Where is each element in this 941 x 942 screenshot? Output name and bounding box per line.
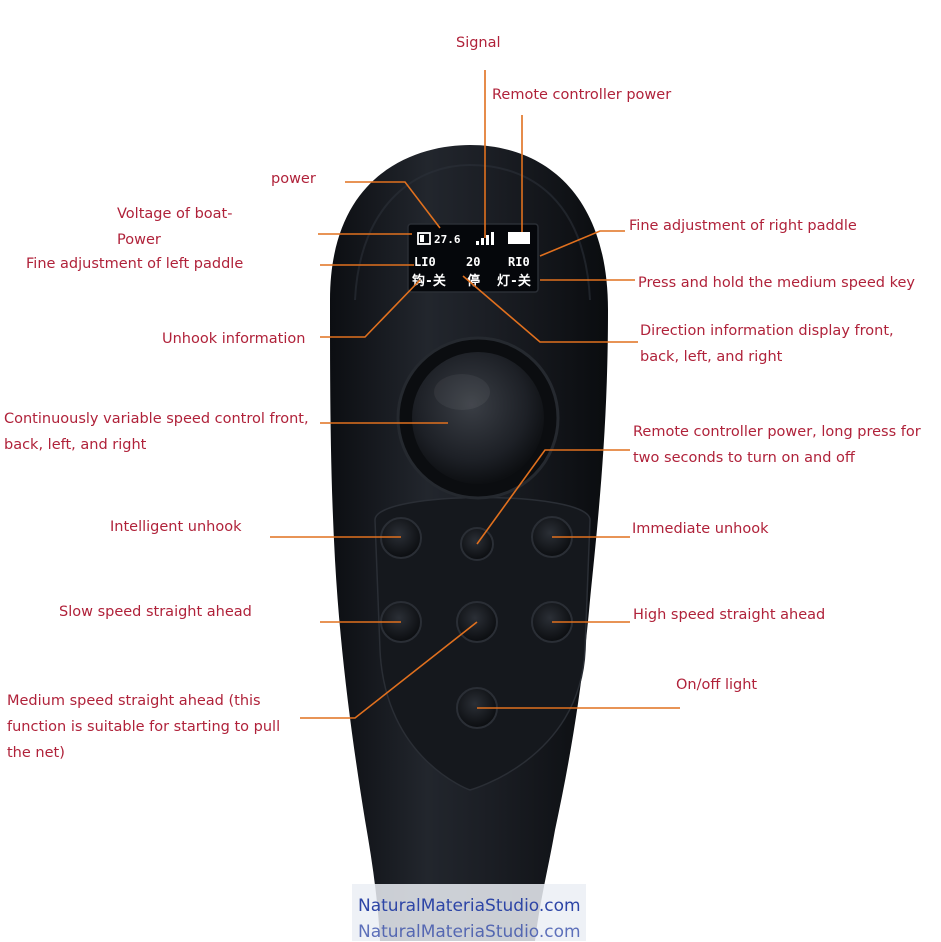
high-speed-label: High speed straight ahead (633, 607, 826, 623)
screen-left-trim: LI0 (414, 255, 436, 269)
remote-battery-icon (508, 232, 530, 244)
screen-light-status: 灯-关 (497, 273, 531, 289)
screen-direction: 停 (467, 273, 480, 289)
watermark-text-reflection: NaturalMateriaStudio.com (358, 922, 581, 942)
onoff-light-label: On/off light (676, 677, 758, 693)
joystick[interactable] (396, 336, 560, 500)
immediate-unhook-label: Immediate unhook (632, 521, 769, 537)
signal-label: Signal (456, 35, 501, 51)
unhook-info-label: Unhook information (162, 331, 306, 347)
screen-unhook-status: 钩-关 (412, 273, 446, 289)
fine-right-label: Fine adjustment of right paddle (629, 218, 857, 234)
power-label: power (271, 171, 316, 187)
intelligent-unhook-button[interactable] (380, 517, 422, 559)
screen-center-value: 20 (466, 255, 480, 269)
medium-speed-label: Medium speed straight ahead (this functi… (7, 693, 281, 761)
medium-key-label: Press and hold the medium speed key (638, 275, 915, 291)
slow-speed-label: Slow speed straight ahead (59, 604, 252, 620)
remote-power-long-label: Remote controller power, long press for … (633, 424, 921, 466)
intelligent-unhook-label: Intelligent unhook (110, 519, 242, 535)
watermark-box (352, 884, 586, 941)
fine-left-label: Fine adjustment of left paddle (26, 256, 244, 272)
speed-control-label: Continuously variable speed control fron… (4, 411, 309, 453)
voltage-label: Voltage of boat- Power (117, 206, 233, 248)
display-screen: 27.6 LI0 20 RI0 钩-关 停 灯-关 (407, 223, 539, 293)
screen-voltage: 27.6 (434, 233, 461, 246)
direction-info-label: Direction information display front, bac… (640, 323, 894, 365)
screen-right-trim: RI0 (508, 255, 530, 269)
remote-power-label: Remote controller power (492, 87, 672, 103)
leader-lines (270, 70, 680, 719)
watermark-text: NaturalMateriaStudio.com (358, 896, 581, 916)
signal-icon (476, 232, 494, 245)
battery-icon (417, 232, 431, 245)
